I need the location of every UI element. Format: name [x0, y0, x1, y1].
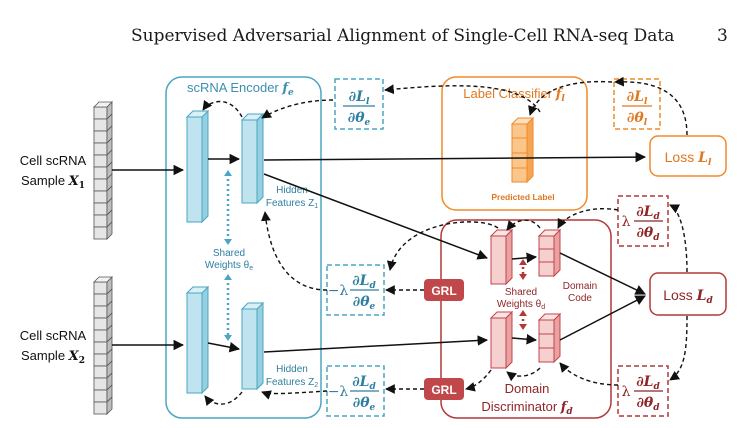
- encoder-layer-1-bottom: [185, 285, 210, 395]
- discriminator-layer-top: [489, 228, 514, 286]
- encoder-layer-2-top: [240, 112, 265, 205]
- grl-top-box: [424, 279, 464, 301]
- page-header: Supervised Adversarial Alignment of Sing…: [0, 0, 740, 60]
- loss-l-label: Loss Ll: [665, 149, 712, 168]
- input-stack-top: [93, 276, 113, 283]
- grad-neg-lambda-bottom-prefix: −λ: [328, 384, 349, 400]
- input-cell-block: [93, 190, 108, 204]
- hidden-features-2-line1: Hidden: [276, 364, 308, 375]
- input-cell-block: [93, 353, 108, 367]
- grad-neg-lambda-bottom-den: ∂θe: [353, 395, 376, 413]
- grad-dLl-dthe-e-den: ∂θe: [348, 110, 371, 128]
- input-cell-block: [93, 401, 108, 415]
- forward-arrows: [112, 151, 647, 353]
- input-stack-top: [93, 101, 113, 108]
- input-cell-block: [93, 130, 108, 144]
- grl-bottom-box: [424, 378, 464, 400]
- classifier-title: Label Classifier fl: [463, 86, 565, 104]
- grl-bottom-label: GRL: [431, 383, 456, 397]
- grad-lambda-top-prefix: λ: [622, 214, 631, 230]
- grad-neg-lambda-bottom-num: ∂Ld: [352, 374, 376, 392]
- grl-top-label: GRL: [431, 284, 456, 298]
- grad-dLl-dthe-e-box: [334, 78, 384, 130]
- input-cell-block: [93, 202, 108, 216]
- grad-lambda-bottom-prefix: λ: [622, 384, 631, 400]
- discriminator-title-line1: Domain: [505, 381, 550, 396]
- hidden-features-1-line2: Features Z1: [266, 198, 318, 210]
- input-sample-2-stack: [93, 276, 113, 415]
- input-cell-block: [93, 389, 108, 403]
- discriminator-shared-arrow-down-2: [519, 324, 527, 330]
- discriminator-shared-weights-line1: Shared: [505, 287, 537, 298]
- input-cell-side: [106, 221, 113, 240]
- grad-lambda-top-den: ∂θd: [636, 225, 660, 243]
- encoder-shared-arrow-down-2: [224, 335, 232, 341]
- grad-dLl-dthe-l-num: ∂Ll: [627, 89, 648, 107]
- grad-lambda-bottom-den: ∂θd: [636, 395, 660, 413]
- input-cell-block: [93, 226, 108, 240]
- encoder-shared-weights-line2: Weights θe: [205, 260, 253, 272]
- predicted-label: Predicted Label: [491, 192, 554, 202]
- hidden-features-2-line2: Features Z2: [266, 377, 318, 389]
- encoder-shared-arrow-up-2: [224, 274, 232, 280]
- grad-neg-lambda-top-den: ∂θe: [353, 294, 376, 312]
- input-cell-block: [93, 317, 108, 331]
- classifier-output-stack: [510, 116, 535, 184]
- discriminator-code-bottom: [537, 312, 562, 364]
- discriminator-shared-arrow-up: [519, 259, 527, 265]
- encoder-shared-arrow-down: [224, 239, 232, 245]
- input-cell-block: [93, 214, 108, 228]
- discriminator-shared-arrow-down: [519, 274, 527, 280]
- input-cell-block: [93, 281, 108, 295]
- input-cell-block: [93, 377, 108, 391]
- loss-l-box: [649, 135, 727, 177]
- discriminator-shared-weights-line2: Weights θd: [497, 299, 545, 311]
- input-cell-block: [93, 118, 108, 132]
- input-cell-block: [93, 365, 108, 379]
- encoder-shared-arrow-up: [224, 170, 232, 176]
- loss-d-label: Loss Ld: [663, 287, 713, 306]
- grad-dLl-dthe-l-den: ∂θl: [627, 110, 648, 128]
- input-cell-block: [93, 106, 108, 120]
- sample-1-label-line2: Sample X1: [21, 173, 85, 191]
- input-cell-block: [93, 329, 108, 343]
- encoder-box: [165, 76, 322, 419]
- input-cell-block: [93, 166, 108, 180]
- encoder-title: scRNA Encoder fe: [187, 80, 294, 98]
- loss-d-box: [649, 272, 727, 316]
- encoder-layer-2-bottom: [240, 301, 265, 391]
- discriminator-shared-arrow-up-2: [519, 310, 527, 316]
- page-number: 3: [717, 26, 728, 46]
- sample-2-label-line1: Cell scRNA: [20, 328, 87, 343]
- sample-1-label-line1: Cell scRNA: [20, 153, 87, 168]
- grad-neg-lambda-top-prefix: −λ: [328, 283, 349, 299]
- domain-code-line1: Domain: [563, 281, 597, 292]
- grad-dLl-dthe-e-num: ∂Ll: [349, 89, 370, 107]
- input-cell-block: [93, 293, 108, 307]
- discriminator-layer-bottom: [489, 310, 514, 370]
- input-cell-block: [93, 341, 108, 355]
- discriminator-title-line2: Discriminator fd: [481, 399, 573, 417]
- encoder-shared-weights-line1: Shared: [213, 248, 245, 259]
- input-cell-block: [93, 154, 108, 168]
- grad-lambda-bottom-num: ∂Ld: [636, 374, 660, 392]
- sample-2-label-line2: Sample X2: [21, 348, 85, 366]
- running-title: Supervised Adversarial Alignment of Sing…: [131, 26, 675, 46]
- grad-neg-lambda-top-num: ∂Ld: [352, 273, 376, 291]
- input-sample-1-stack: [93, 101, 113, 240]
- input-cell-block: [93, 142, 108, 156]
- input-cell-side: [106, 396, 113, 415]
- discriminator-code-top: [537, 228, 562, 278]
- input-cell-block: [93, 178, 108, 192]
- backward-arrows: [202, 76, 688, 406]
- hidden-features-1-line1: Hidden: [276, 185, 308, 196]
- grad-dLl-dthe-l-box: [613, 78, 661, 130]
- grad-lambda-top-num: ∂Ld: [636, 204, 660, 222]
- input-cell-block: [93, 305, 108, 319]
- encoder-layer-1-top: [185, 109, 210, 224]
- domain-code-line2: Code: [568, 293, 592, 304]
- classifier-box: [441, 76, 588, 211]
